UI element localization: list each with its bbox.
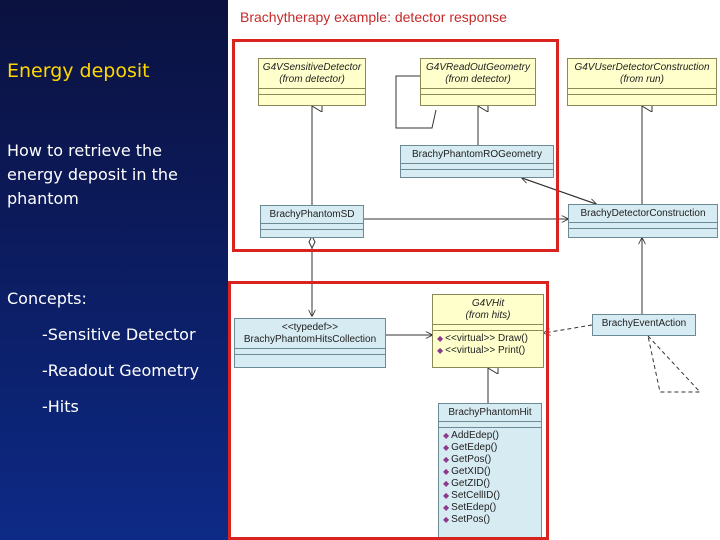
class-name: BrachyPhantomHitsCollection bbox=[243, 334, 377, 345]
operation-getpos: GetPos() bbox=[443, 454, 537, 466]
operation-setpos: SetPos() bbox=[443, 514, 537, 526]
highlight-box-hits bbox=[228, 281, 549, 540]
class-name: G4VReadOutGeometry bbox=[426, 62, 530, 73]
class-brachyphantomhitscollection: <<typedef>>BrachyPhantomHitsCollection bbox=[234, 318, 386, 368]
class-origin: (from run) bbox=[620, 74, 664, 85]
operation-setcellid: SetCellID() bbox=[443, 490, 537, 502]
operation-getedep: GetEdep() bbox=[443, 442, 537, 454]
class-brachyphantomhit: BrachyPhantomHit AddEdep() GetEdep() Get… bbox=[438, 403, 542, 540]
class-brachyeventaction: BrachyEventAction bbox=[592, 314, 696, 336]
highlight-box-detector bbox=[232, 39, 559, 252]
concept-bullet-readout-geometry: -Readout Geometry bbox=[42, 361, 200, 380]
class-brachyphantomrogeometry: BrachyPhantomROGeometry bbox=[400, 145, 554, 178]
operation-print: <<virtual>> Print() bbox=[437, 345, 539, 357]
class-g4vhit: G4VHit(from hits) <<virtual>> Draw() <<v… bbox=[432, 294, 544, 368]
class-name: BrachyPhantomSD bbox=[261, 206, 363, 224]
operation-draw: <<virtual>> Draw() bbox=[437, 333, 539, 345]
class-origin: (from detector) bbox=[279, 74, 345, 85]
operation-setedep: SetEdep() bbox=[443, 502, 537, 514]
operation-getzid: GetZID() bbox=[443, 478, 537, 490]
class-name: BrachyEventAction bbox=[601, 318, 687, 329]
class-origin: (from detector) bbox=[445, 74, 511, 85]
class-name: BrachyPhantomROGeometry bbox=[401, 146, 553, 164]
slide-question: How to retrieve the energy deposit in th… bbox=[7, 141, 178, 208]
concept-bullet-sensitive-detector: -Sensitive Detector bbox=[42, 325, 196, 344]
diagram-title: Brachytherapy example: detector response bbox=[240, 9, 507, 25]
concepts-label: Concepts: bbox=[7, 289, 87, 308]
class-name: G4VUserDetectorConstruction bbox=[574, 62, 710, 73]
dep-eventaction-self bbox=[647, 335, 702, 393]
dep-eventaction-to-g4vhit bbox=[544, 324, 593, 333]
class-g4vreadoutgeometry: G4VReadOutGeometry(from detector) bbox=[420, 58, 536, 106]
concept-bullet-hits: -Hits bbox=[42, 397, 79, 416]
class-brachydetectorconstruction: BrachyDetectorConstruction bbox=[568, 204, 718, 238]
class-name: G4VSensitiveDetector bbox=[262, 62, 362, 73]
class-origin: (from hits) bbox=[465, 310, 511, 321]
assoc-g4vro-self bbox=[395, 75, 437, 129]
class-name: BrachyDetectorConstruction bbox=[569, 205, 717, 223]
class-name: BrachyPhantomHit bbox=[439, 404, 541, 422]
operation-getxid: GetXID() bbox=[443, 466, 537, 478]
class-stereotype: <<typedef>> bbox=[281, 322, 339, 333]
slide-heading: Energy deposit bbox=[7, 60, 150, 82]
left-panel: Energy deposit How to retrieve the energ… bbox=[0, 0, 228, 540]
class-brachyphantomsd: BrachyPhantomSD bbox=[260, 205, 364, 238]
class-g4vuserdetectorconstruction: G4VUserDetectorConstruction(from run) bbox=[567, 58, 717, 106]
operation-addedep: AddEdep() bbox=[443, 430, 537, 442]
class-g4vsensitivedetector: G4VSensitiveDetector(from detector) bbox=[258, 58, 366, 106]
class-name: G4VHit bbox=[471, 298, 505, 309]
